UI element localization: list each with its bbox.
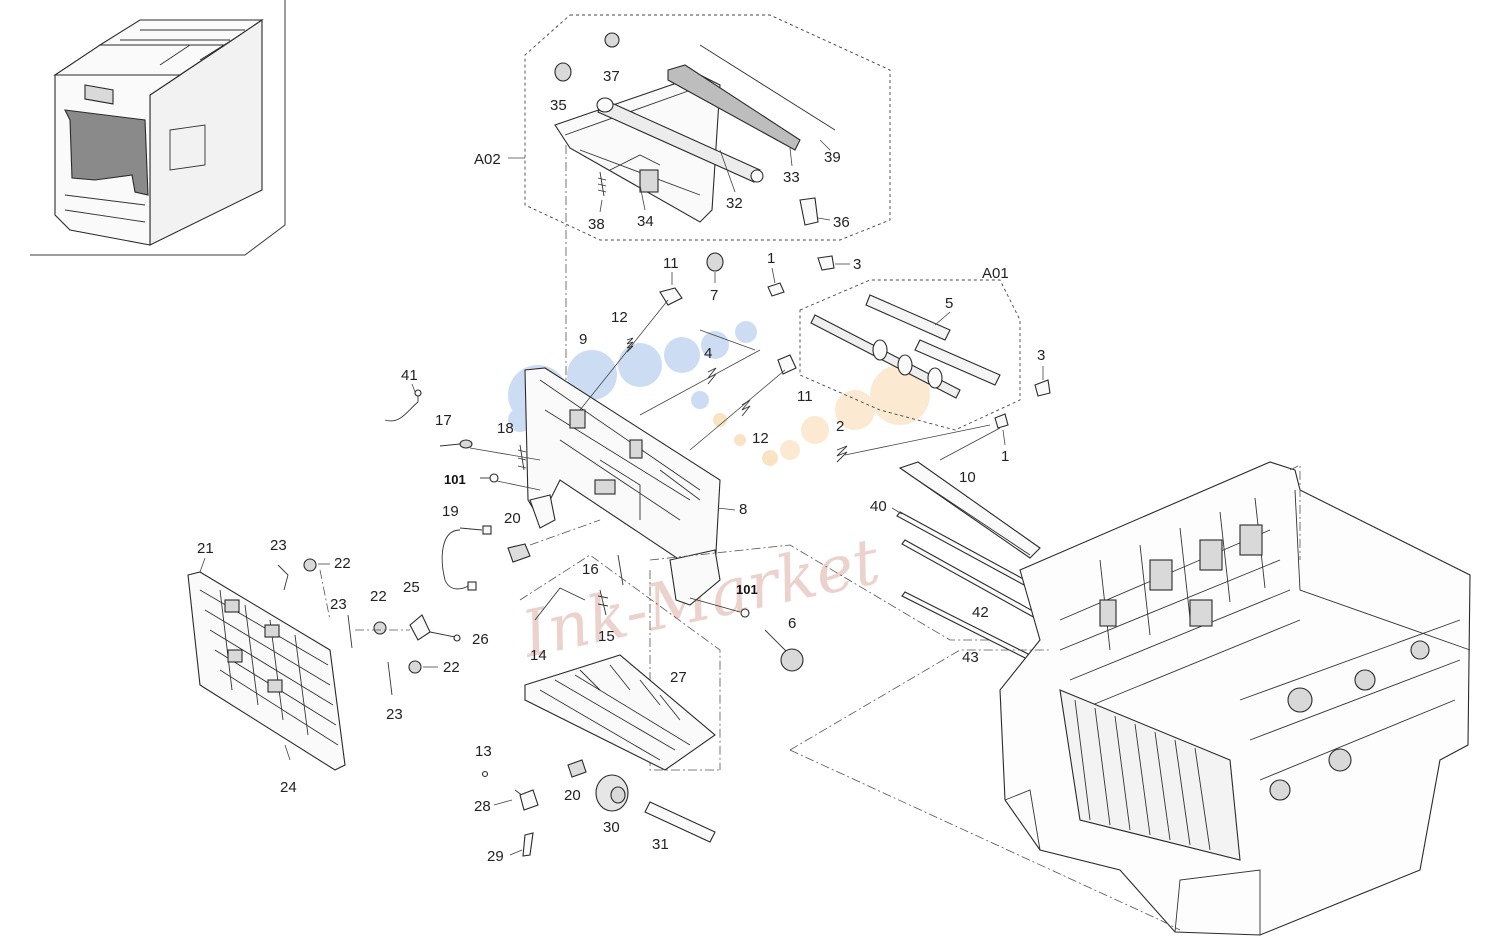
guide-line-chassis — [789, 649, 1050, 751]
callout-17: 17 — [435, 412, 452, 429]
callout-12b: 12 — [752, 430, 769, 447]
callout-6: 6 — [788, 615, 796, 632]
callout-22a: 22 — [334, 555, 351, 572]
printer-thumbnail — [30, 0, 286, 256]
callout-43: 43 — [962, 649, 979, 666]
callout-9: 9 — [579, 331, 587, 348]
callout-31: 31 — [652, 836, 669, 853]
callout-20a: 20 — [504, 510, 521, 527]
callout-30: 30 — [603, 819, 620, 836]
callout-1a: 1 — [767, 250, 775, 267]
callout-19: 19 — [442, 503, 459, 520]
callout-24: 24 — [280, 779, 297, 796]
callout-14: 14 — [530, 647, 547, 664]
part-27-tray — [524, 654, 716, 771]
callout-23c: 23 — [386, 706, 403, 723]
callout-38: 38 — [588, 216, 605, 233]
callout-3b: 3 — [1037, 347, 1045, 364]
callout-36: 36 — [833, 214, 850, 231]
callout-7: 7 — [710, 287, 718, 304]
small-parts-bottom — [481, 770, 716, 857]
callout-12a: 12 — [611, 309, 628, 326]
callout-22c: 22 — [443, 659, 460, 676]
callout-21: 21 — [197, 540, 214, 557]
callout-1b: 1 — [1001, 448, 1009, 465]
callout-42: 42 — [972, 604, 989, 621]
callout-39: 39 — [824, 149, 841, 166]
callout-11b: 11 — [797, 388, 813, 405]
callout-35: 35 — [550, 97, 567, 114]
callout-101b: 101 — [736, 582, 758, 597]
callout-101a: 101 — [444, 472, 466, 487]
group-label-a02: A02 — [474, 151, 501, 168]
callout-11a: 11 — [663, 255, 679, 272]
callout-29: 29 — [487, 848, 504, 865]
small-parts-left — [384, 389, 601, 778]
callout-20b: 20 — [564, 787, 581, 804]
part-21-guide-panel — [187, 558, 461, 771]
callout-33: 33 — [783, 169, 800, 186]
callout-25: 25 — [403, 579, 420, 596]
group-a01-parts — [810, 294, 1001, 399]
callout-26: 26 — [472, 631, 489, 648]
callout-40: 40 — [870, 498, 887, 515]
callout-5: 5 — [945, 295, 953, 312]
callout-15: 15 — [598, 628, 615, 645]
callout-4: 4 — [704, 345, 712, 362]
callout-10: 10 — [959, 469, 976, 486]
callout-34: 34 — [637, 213, 654, 230]
callout-2: 2 — [836, 418, 844, 435]
part-8-side-frame — [524, 367, 721, 606]
callout-28: 28 — [474, 798, 491, 815]
callout-22b: 22 — [370, 588, 387, 605]
group-a01-outline — [799, 279, 1021, 431]
printer-chassis — [999, 461, 1471, 936]
callout-23a: 23 — [270, 537, 287, 554]
small-parts-top — [579, 252, 1051, 463]
callout-37: 37 — [603, 68, 620, 85]
group-a02-outline — [524, 14, 891, 241]
group-a02-parts — [554, 32, 836, 226]
callout-13: 13 — [475, 743, 492, 760]
callout-27: 27 — [670, 669, 687, 686]
callout-41: 41 — [401, 367, 418, 384]
callout-23b: 23 — [330, 596, 347, 613]
callout-16: 16 — [582, 561, 599, 578]
callout-3a: 3 — [853, 256, 861, 273]
callout-8: 8 — [739, 501, 747, 518]
rails — [896, 461, 1041, 665]
group-label-a01: A01 — [982, 265, 1009, 282]
callout-32: 32 — [726, 195, 743, 212]
callout-18: 18 — [497, 420, 514, 437]
small-parts-middle — [519, 544, 1000, 771]
